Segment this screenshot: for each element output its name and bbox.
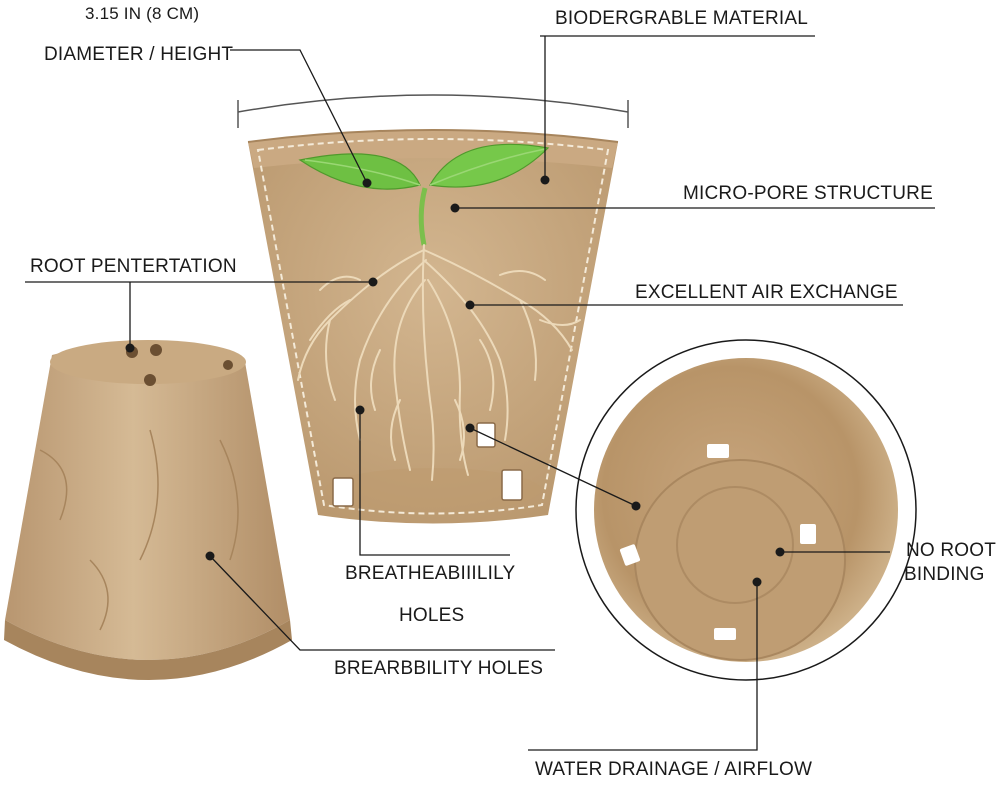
air-exchange-label: EXCELLENT AIR EXCHANGE bbox=[635, 282, 898, 303]
diameter-height-label: DIAMETER / HEIGHT bbox=[44, 44, 234, 65]
breathability-label-line2: HOLES bbox=[399, 605, 465, 626]
inverted-pot bbox=[4, 340, 292, 680]
biodegradable-label: BIODERGRABLE MATERIAL bbox=[555, 8, 809, 29]
seedling bbox=[298, 143, 550, 246]
size-label: 3.15 IN (8 CM) bbox=[85, 4, 200, 23]
no-root-label-line1: NO ROOT bbox=[906, 540, 996, 561]
breathability-holes-label: BREARBBILITY HOLES bbox=[334, 658, 544, 679]
leader-dots bbox=[125, 175, 785, 587]
root-penetration-label: ROOT PENTERTATION bbox=[30, 256, 237, 277]
no-root-label-line2: BINDING bbox=[904, 564, 985, 585]
leader-lines bbox=[25, 35, 935, 751]
roots bbox=[297, 244, 581, 481]
dimension-bracket bbox=[237, 94, 629, 128]
drainage-label: WATER DRAINAGE / AIRFLOW bbox=[535, 759, 813, 780]
micro-pore-label: MICRO-PORE STRUCTURE bbox=[683, 183, 933, 204]
breathability-label-line1: BREATHEABIIILILY bbox=[345, 563, 516, 584]
top-view-pot bbox=[575, 339, 917, 681]
